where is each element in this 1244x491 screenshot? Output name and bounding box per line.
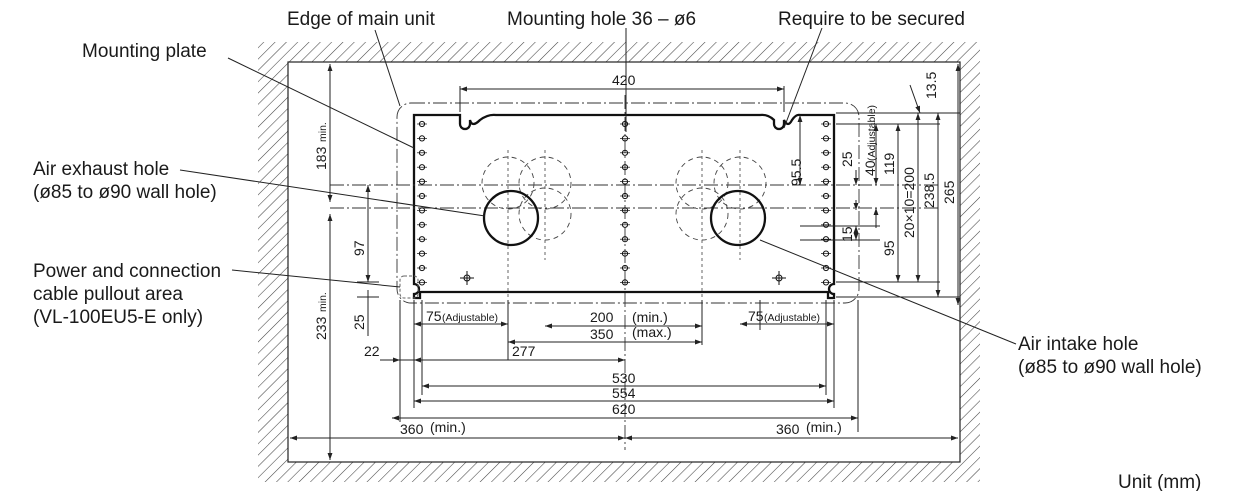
dimension-lines — [290, 64, 961, 460]
dim-620: 620 — [612, 401, 636, 417]
dim-119: 119 — [881, 152, 897, 175]
dim-200: 200 — [590, 309, 614, 325]
label-air-intake-1: Air intake hole — [1018, 334, 1138, 355]
dim-265: 265 — [941, 180, 957, 204]
dim-97: 97 — [351, 240, 367, 256]
dimension-labels: 420 13.5 40 (Adjustable) 183 min. 233 mi… — [313, 72, 957, 437]
label-air-intake-2: (ø85 to ø90 wall hole) — [1018, 357, 1202, 378]
label-unit: Unit (mm) — [1118, 472, 1201, 491]
dim-40: 40 — [862, 160, 878, 176]
dim-22: 22 — [364, 343, 380, 359]
dim-554: 554 — [612, 385, 636, 401]
dim-360-left: 360 — [400, 421, 424, 437]
dim-25-top: 25 — [839, 151, 855, 167]
dim-277: 277 — [512, 343, 536, 359]
dim-15: 15 — [839, 226, 855, 242]
label-power-2: cable pullout area — [33, 284, 183, 305]
dim-200-min: (min.) — [632, 309, 668, 325]
dim-238-5: 238.5 — [921, 173, 937, 208]
label-mounting-hole: Mounting hole 36 – ø6 — [507, 9, 696, 30]
dim-75-right-adjustable: (Adjustable) — [764, 312, 820, 324]
label-mounting-plate: Mounting plate — [82, 41, 207, 62]
dim-13-5: 13.5 — [923, 72, 939, 99]
dim-183: 183 — [313, 146, 329, 170]
dim-233: 233 — [313, 316, 329, 340]
label-air-exhaust-2: (ø85 to ø90 wall hole) — [33, 182, 217, 203]
label-power-3: (VL-100EU5-E only) — [33, 307, 203, 328]
dim-20x10: 20×10=200 — [901, 167, 917, 238]
dim-360-right-min: (min.) — [806, 419, 842, 435]
dim-183-min: min. — [317, 122, 329, 142]
callout-labels: Edge of main unit Mounting hole 36 – ø6 … — [33, 9, 1202, 491]
mounting-plate — [412, 113, 836, 300]
dim-360-right: 360 — [776, 421, 800, 437]
label-power-1: Power and connection — [33, 261, 221, 282]
dim-95-5: 95.5 — [788, 159, 804, 186]
screw-markers — [460, 271, 786, 285]
dim-75-right: 75 — [748, 308, 764, 324]
dim-350-max: (max.) — [632, 324, 672, 340]
air-exhaust-hole — [482, 189, 540, 247]
dim-25-left: 25 — [351, 314, 367, 330]
dim-95: 95 — [881, 240, 897, 256]
dim-75-left: 75 — [426, 308, 442, 324]
extension-lines — [399, 86, 960, 432]
dim-360-left-min: (min.) — [430, 419, 466, 435]
label-edge-of-main-unit: Edge of main unit — [287, 9, 436, 30]
dim-420: 420 — [612, 72, 636, 88]
air-intake-hole — [709, 189, 767, 247]
dim-233-min: min. — [317, 292, 329, 312]
label-require-secured: Require to be secured — [778, 9, 965, 30]
dim-530: 530 — [612, 370, 636, 386]
label-air-exhaust-1: Air exhaust hole — [33, 159, 169, 180]
mounting-hole-columns — [417, 120, 831, 286]
dim-40-adjustable: (Adjustable) — [866, 105, 878, 161]
cable-pullout-area — [399, 275, 419, 299]
dim-350: 350 — [590, 326, 614, 342]
dim-75-left-adjustable: (Adjustable) — [442, 312, 498, 324]
leader-lines — [179, 27, 1017, 345]
